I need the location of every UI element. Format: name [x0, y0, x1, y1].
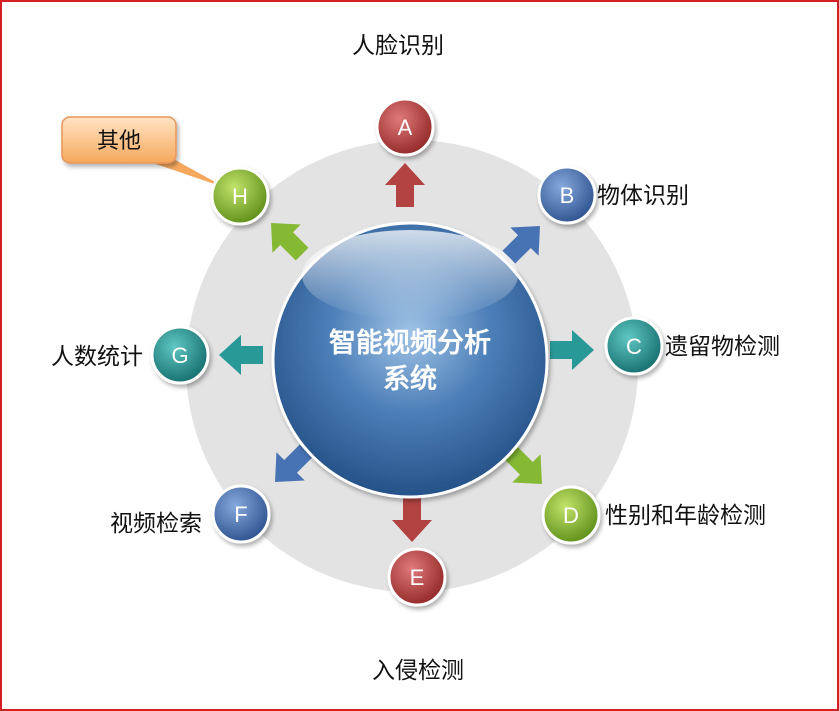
arrow-g: [219, 335, 263, 375]
node-g: G: [150, 325, 210, 385]
callout-other: 其他: [61, 116, 226, 188]
arrow-h: [271, 223, 309, 261]
node-a: A: [375, 97, 435, 157]
arrow-f: [275, 444, 313, 482]
center-hub: 智能视频分析 系统: [271, 221, 549, 499]
node-h: H: [210, 166, 270, 226]
node-label-c: 遗留物检测: [665, 334, 780, 360]
center-title-line1: 智能视频分析: [329, 327, 491, 359]
node-b: B: [537, 165, 597, 225]
arrow-b: [502, 226, 540, 264]
callout-text: 其他: [97, 129, 141, 154]
node-letter-g: G: [171, 343, 188, 368]
arrow-e: [392, 498, 432, 542]
arrow-a: [385, 163, 425, 207]
node-f: F: [211, 484, 271, 544]
node-letter-f: F: [234, 502, 247, 527]
node-circle-d: [541, 485, 601, 545]
node-group: A 人脸识别 B 物体识别 C 遗留物检测 D 性别和年龄检测 E 入侵检测 F 视频检索 G 人数统计 H: [51, 33, 780, 684]
node-label-e: 入侵检测: [372, 658, 464, 684]
arrow-group: [219, 163, 594, 542]
node-letter-h: H: [232, 184, 248, 209]
node-letter-d: D: [563, 503, 579, 528]
node-label-d: 性别和年龄检测: [605, 503, 766, 529]
node-label-f: 视频检索: [110, 511, 202, 537]
node-letter-c: C: [626, 334, 642, 359]
node-letter-b: B: [560, 183, 575, 208]
node-circle-e: [387, 547, 447, 607]
node-circle-g: [150, 325, 210, 385]
node-circle-h: [210, 166, 270, 226]
node-circle-b: [537, 165, 597, 225]
node-circle-f: [211, 484, 271, 544]
node-circle-c: [604, 316, 664, 376]
node-label-a: 人脸识别: [352, 33, 444, 59]
node-d: D: [541, 485, 601, 545]
node-circle-a: [375, 97, 435, 157]
center-title-line2: 系统: [383, 363, 437, 395]
node-e: E: [387, 547, 447, 607]
node-c: C: [604, 316, 664, 376]
arrow-d: [504, 446, 542, 484]
arrow-c: [550, 330, 594, 370]
node-label-g: 人数统计: [51, 344, 143, 370]
node-letter-a: A: [398, 115, 413, 140]
node-letter-e: E: [410, 565, 425, 590]
node-label-b: 物体识别: [597, 183, 689, 209]
